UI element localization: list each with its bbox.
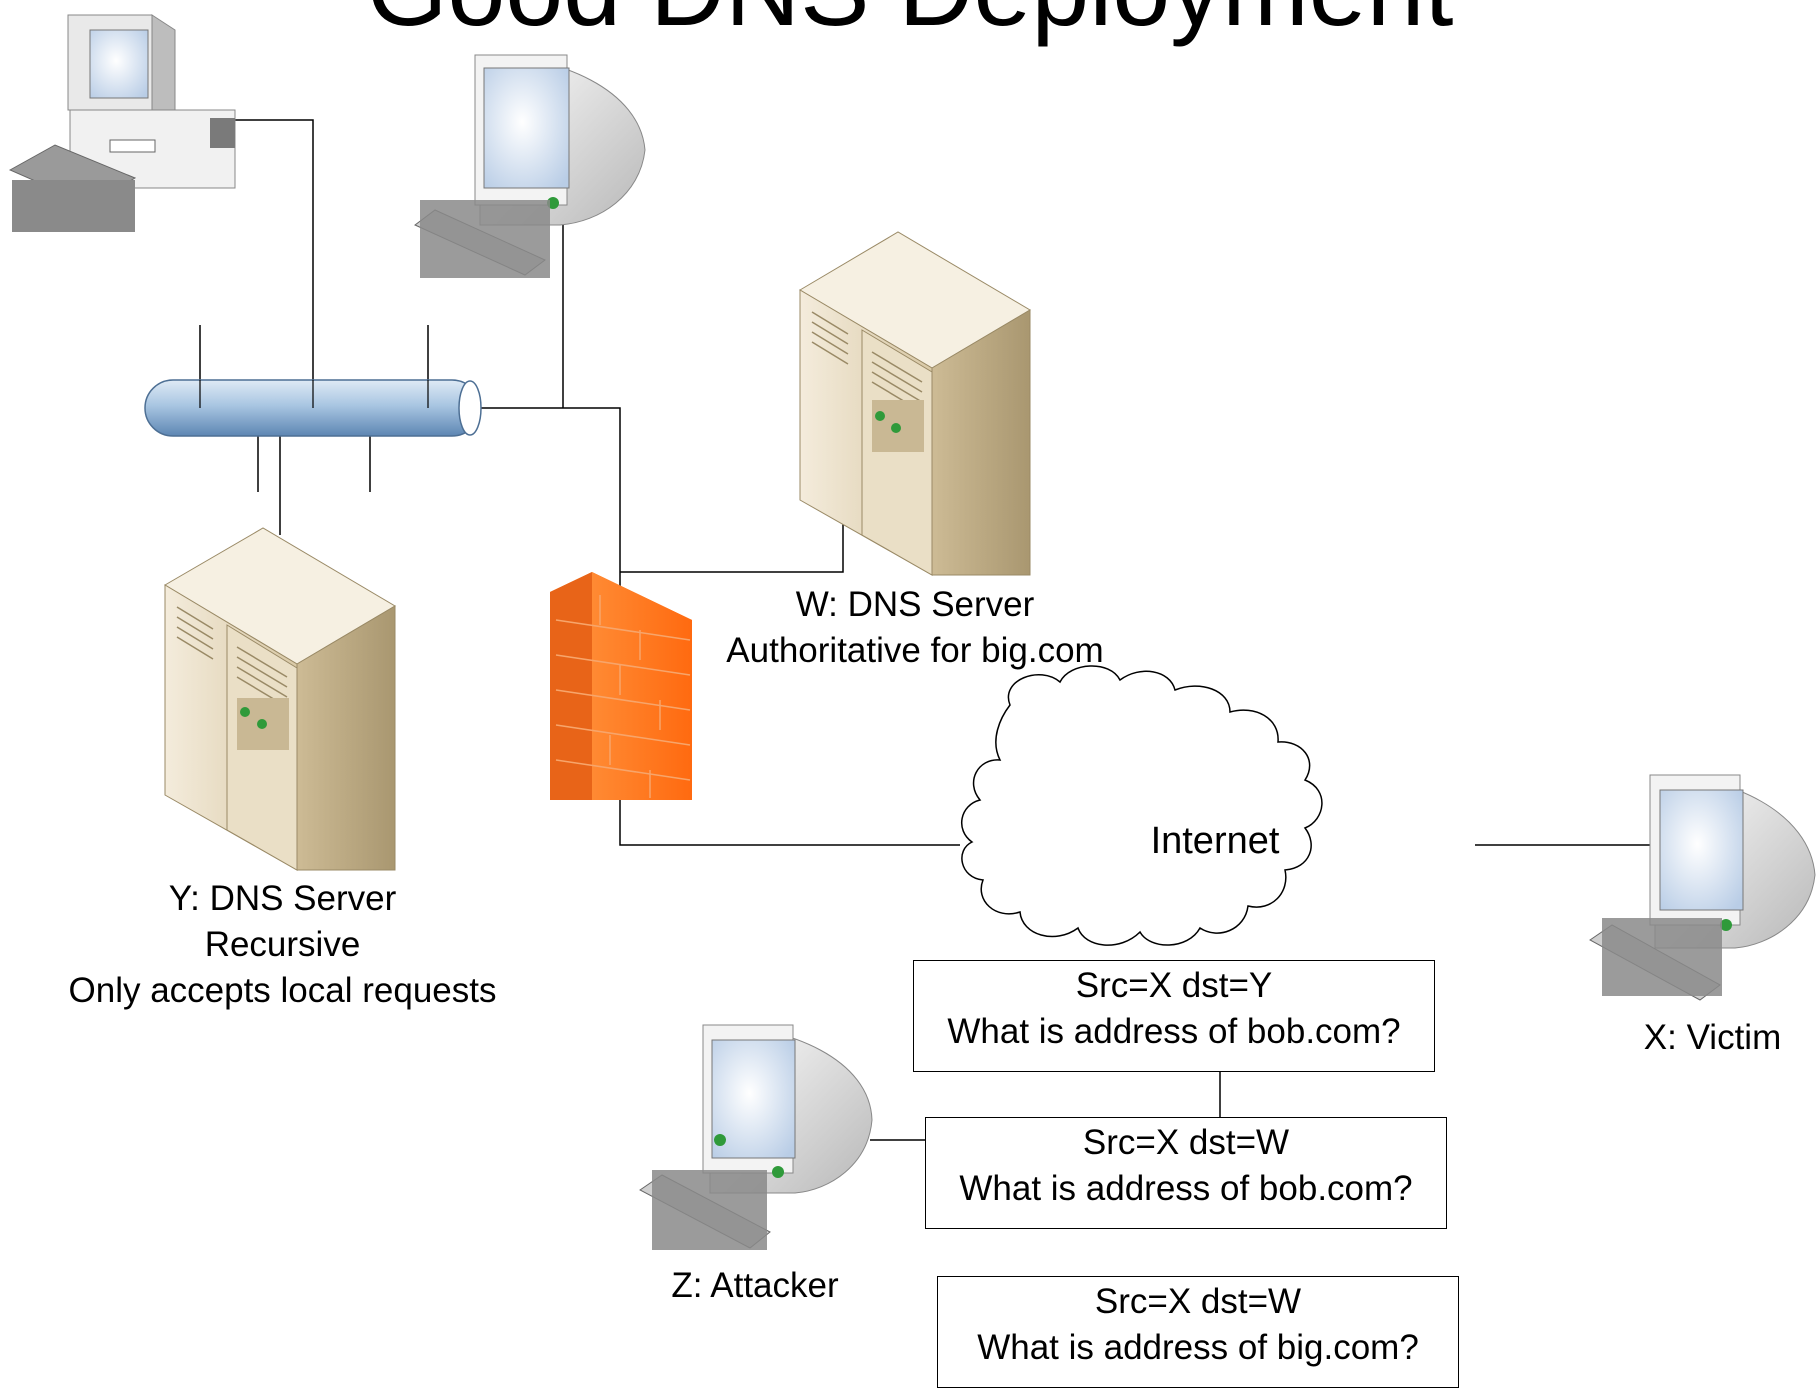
server-w-icon xyxy=(799,231,1031,576)
server-w-label-line: W: DNS Server xyxy=(795,585,1035,624)
internet-label: Internet xyxy=(1150,820,1280,862)
diagram-title: Good DNS Deployment xyxy=(0,0,1820,42)
attacker-label: Z: Attacker xyxy=(671,1266,839,1305)
link-pc1-bus xyxy=(235,119,314,410)
lan-bus xyxy=(144,379,482,437)
message-packet: Src=X dst=W What is address of big.com? xyxy=(937,1276,1459,1388)
server-y-label-line: Recursive xyxy=(204,925,361,964)
message-packet: Src=X dst=Y What is address of bob.com? xyxy=(913,960,1435,1072)
message-addresses: Src=X dst=Y xyxy=(1075,966,1273,1005)
server-y-label-line: Only accepts local requests xyxy=(68,971,497,1010)
workstation-icon xyxy=(414,54,646,278)
server-y-icon xyxy=(164,527,396,871)
message-packet: Src=X dst=W What is address of bob.com? xyxy=(925,1117,1447,1229)
server-w-label-line: Authoritative for big.com xyxy=(726,631,1104,670)
server-w-label: W: DNS Server Authoritative for big.com xyxy=(700,582,1130,674)
attacker-computer-icon xyxy=(639,1024,873,1250)
message-addresses: Src=X dst=W xyxy=(1094,1282,1302,1321)
message-query: What is address of big.com? xyxy=(977,1328,1419,1367)
firewall-icon xyxy=(550,572,692,800)
victim-label: X: Victim xyxy=(1643,1018,1782,1057)
desktop-pc-icon xyxy=(8,14,236,232)
victim-computer-icon xyxy=(1589,774,1816,1001)
message-query: What is address of bob.com? xyxy=(959,1169,1413,1208)
message-addresses: Src=X dst=W xyxy=(1082,1123,1290,1162)
server-y-label: Y: DNS Server Recursive Only accepts loc… xyxy=(30,876,535,1014)
internet-cloud-icon xyxy=(961,665,1323,946)
server-y-label-line: Y: DNS Server xyxy=(168,879,397,918)
message-query: What is address of bob.com? xyxy=(947,1012,1401,1051)
